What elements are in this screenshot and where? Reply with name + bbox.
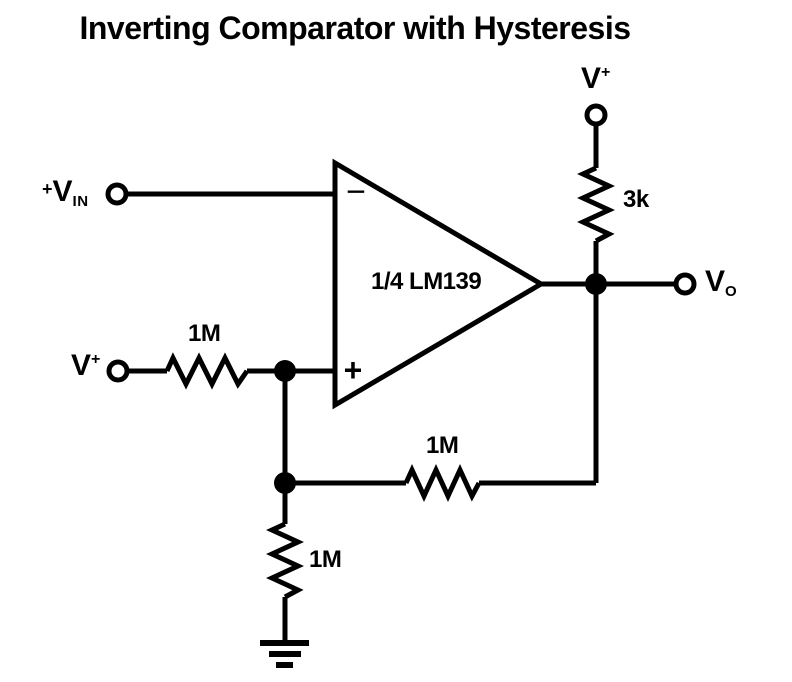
vplus-left-sup: + bbox=[91, 351, 101, 368]
junction-dot-feedback bbox=[274, 472, 296, 494]
vplus-top-terminal-circle bbox=[584, 103, 608, 127]
resistor-ground-body bbox=[266, 521, 304, 600]
resistor-input-body bbox=[164, 352, 250, 390]
resistor-ground-value: 1M bbox=[309, 546, 342, 573]
vplus-left-label: V+ bbox=[71, 351, 100, 381]
resistor-input-value: 1M bbox=[188, 320, 221, 347]
noninverting-input-symbol: + bbox=[343, 352, 363, 388]
opamp-triangle bbox=[332, 158, 546, 410]
vout-sub: O bbox=[725, 283, 738, 300]
vplus-left-terminal-circle bbox=[106, 359, 130, 383]
vplus-top-main: V bbox=[581, 62, 602, 95]
vplus-top-sup: + bbox=[601, 64, 611, 81]
vin-terminal-circle bbox=[105, 182, 129, 206]
vin-label-main: V bbox=[52, 175, 73, 208]
vin-label-prefix: + bbox=[42, 179, 53, 199]
vplus-top-label: V+ bbox=[581, 64, 610, 94]
junction-dot-noninverting bbox=[274, 360, 296, 382]
vin-label: +VIN bbox=[42, 175, 89, 210]
vout-terminal-circle bbox=[673, 272, 697, 296]
ground-symbol bbox=[260, 640, 309, 668]
resistor-feedback-value: 1M bbox=[426, 432, 459, 459]
vout-label: VO bbox=[705, 265, 738, 300]
resistor-pullup-body bbox=[577, 165, 615, 244]
diagram-title: Inverting Comparator with Hysteresis bbox=[79, 10, 631, 46]
vplus-left-main: V bbox=[71, 349, 92, 382]
inverting-input-symbol: − bbox=[346, 173, 366, 211]
vout-main: V bbox=[705, 265, 726, 298]
resistor-feedback-body bbox=[403, 464, 482, 502]
resistor-pullup-value: 3k bbox=[623, 186, 649, 213]
junction-dot-output bbox=[585, 273, 607, 295]
opamp-part-label: 1/4 LM139 bbox=[371, 268, 482, 295]
vin-label-sub: IN bbox=[72, 193, 89, 210]
